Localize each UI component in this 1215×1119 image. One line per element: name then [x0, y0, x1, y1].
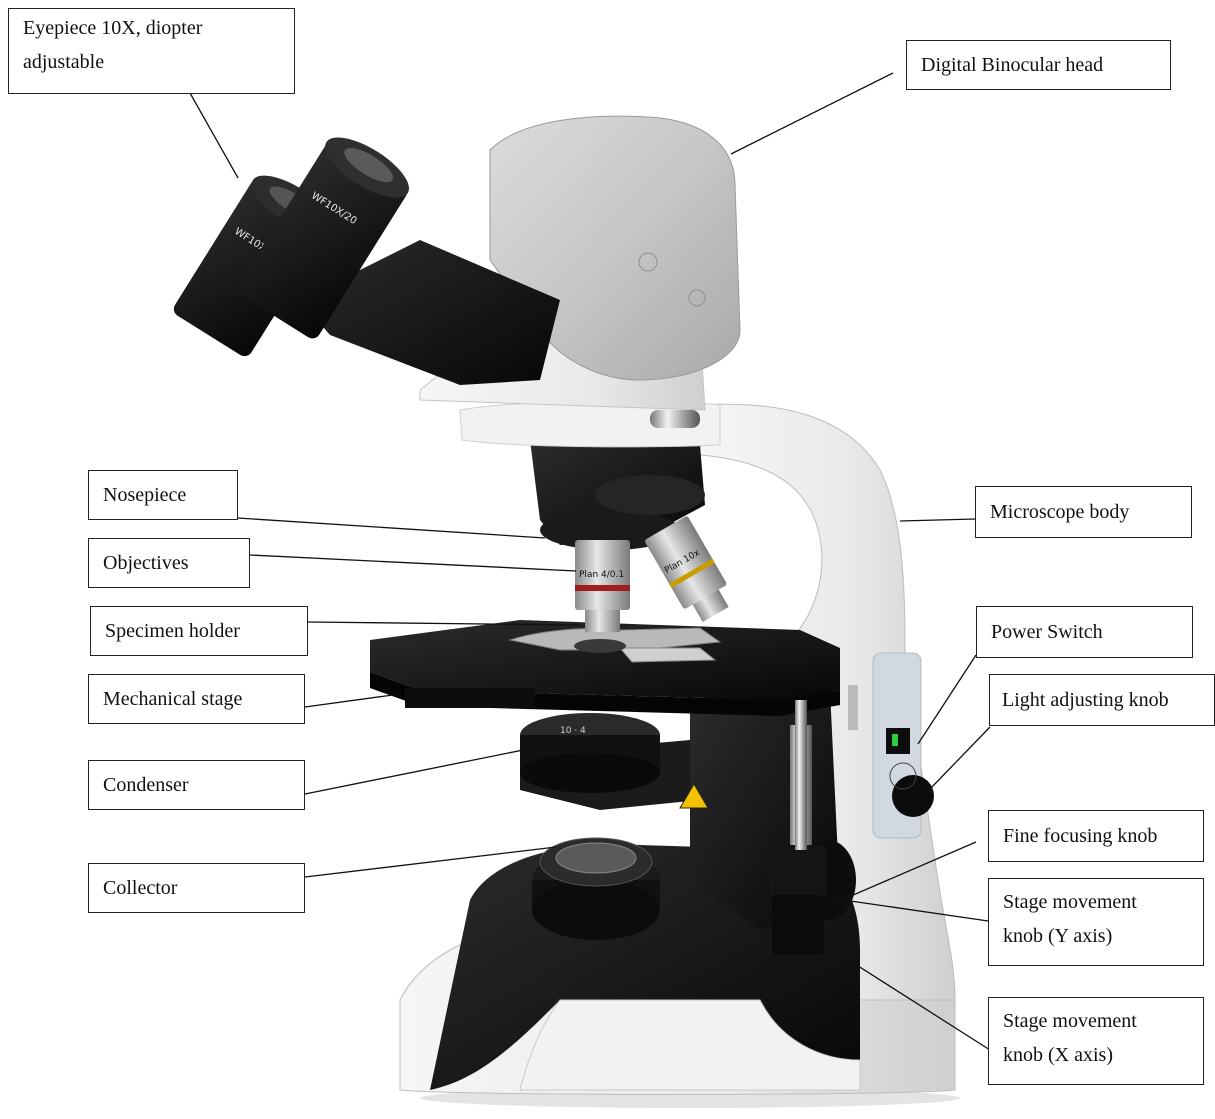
label-eyepiece: Eyepiece 10X, diopter adjustable — [8, 8, 295, 94]
objective-center-text: Plan 4/0.1 — [579, 570, 624, 580]
light-knob — [892, 775, 934, 817]
collector-ring-bottom — [532, 880, 660, 940]
stage-knob-front-lower — [405, 688, 535, 708]
stage-aperture — [574, 639, 626, 653]
head-lock-screw — [650, 410, 700, 428]
leader-power-switch — [918, 655, 976, 744]
leader-digital-head — [731, 73, 893, 154]
label-mechanical-stage: Mechanical stage — [88, 674, 305, 724]
leader-condenser — [305, 745, 548, 794]
condenser-bottom — [520, 753, 660, 793]
label-specimen-holder: Specimen holder — [90, 606, 308, 656]
leader-nosepiece — [238, 518, 545, 538]
label-collector: Collector — [88, 863, 305, 913]
label-light-knob: Light adjusting knob — [989, 674, 1215, 726]
stage-rod — [795, 700, 807, 850]
fine-focus-knob — [770, 845, 826, 900]
leader-objectives — [250, 555, 576, 571]
power-switch-led — [892, 734, 898, 746]
label-nosepiece: Nosepiece — [88, 470, 238, 520]
leader-eyepiece — [190, 93, 238, 178]
label-condenser: Condenser — [88, 760, 305, 810]
label-stage-y: Stage movement knob (Y axis) — [988, 878, 1204, 966]
stage-y-knob — [772, 895, 824, 955]
label-fine-focus: Fine focusing knob — [988, 810, 1204, 862]
nosepiece-ring — [595, 475, 705, 515]
specimen-clip — [620, 648, 715, 662]
label-microscope-body: Microscope body — [975, 486, 1192, 538]
label-objectives: Objectives — [88, 538, 250, 588]
label-power-switch: Power Switch — [976, 606, 1193, 658]
collector-glass — [556, 843, 636, 873]
label-stage-x: Stage movement knob (X axis) — [988, 997, 1204, 1085]
leader-light-knob — [930, 727, 990, 789]
leader-mechanical-stage — [305, 694, 400, 707]
condenser-scale-text: 10 · 4 — [560, 726, 586, 736]
label-digital-head: Digital Binocular head — [906, 40, 1171, 90]
objective-center-band — [575, 585, 630, 591]
leader-microscope-body — [900, 519, 975, 521]
objective-center-tip — [585, 610, 620, 632]
coaxial-rod — [848, 685, 858, 730]
